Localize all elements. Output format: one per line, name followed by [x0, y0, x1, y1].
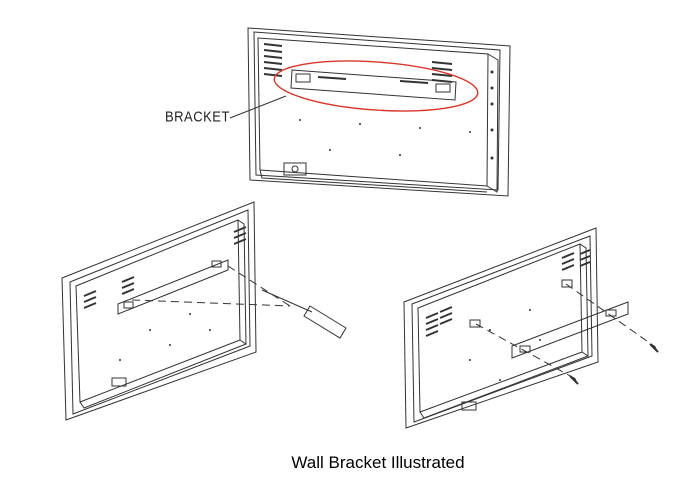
bl-bracket-plate: [117, 259, 229, 315]
bottom-right-unit: [403, 227, 659, 429]
screwdriver: [261, 289, 347, 339]
bracket-leader-line: [229, 95, 287, 119]
top-unit-back-panel: [257, 37, 489, 187]
screw-icon-1: [569, 375, 579, 385]
br-unit-frame: [403, 227, 599, 429]
top-unit-rear-view: [229, 27, 511, 197]
top-unit-power-socket: [283, 162, 307, 176]
bl-dashed-guide: [131, 299, 291, 307]
bottom-left-unit: [61, 201, 347, 421]
br-dashed-guide-2: [565, 283, 655, 347]
br-dashed-guide-1: [475, 323, 575, 379]
top-unit-outer-frame: [247, 27, 511, 197]
bracket-label: BRACKET: [165, 107, 230, 126]
top-unit-inner-frame: [253, 31, 501, 191]
top-unit-vents-left: [263, 43, 283, 77]
screw-icon-2: [649, 343, 659, 353]
br-unit-body: [417, 243, 583, 413]
bl-unit-body: [75, 219, 241, 403]
figure-caption: Wall Bracket Illustrated: [291, 453, 465, 472]
bl-unit-vents: [83, 226, 247, 309]
br-unit-vents: [425, 249, 591, 337]
bracket-highlight-ellipse: [273, 60, 479, 112]
top-unit-side-holes: [299, 70, 494, 160]
bl-unit-frame: [61, 201, 257, 421]
top-bracket-plate: [290, 69, 457, 101]
